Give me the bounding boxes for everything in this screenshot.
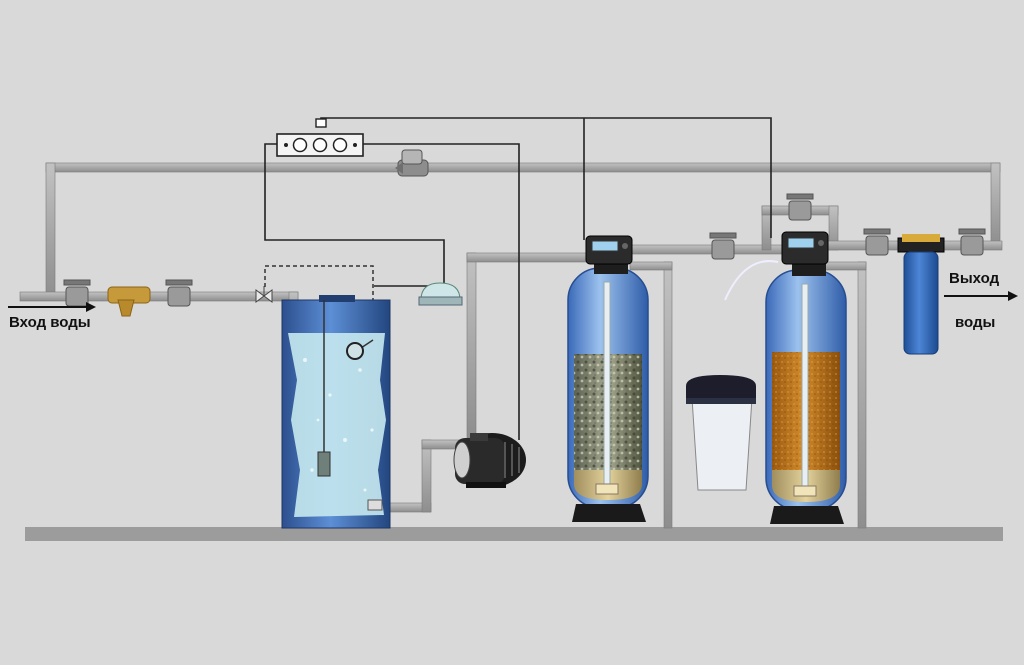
control-head-icon xyxy=(781,231,829,276)
filter-column-2 xyxy=(765,269,847,524)
submersible-sensor xyxy=(317,451,331,477)
outlet-strip-icon xyxy=(276,118,364,157)
storage-tank xyxy=(281,295,391,529)
outlet-label-line1: Выход xyxy=(949,270,1000,287)
valve-icon xyxy=(709,232,737,260)
valves xyxy=(63,193,986,307)
float-switch-icon xyxy=(346,339,374,360)
outlet-label-line2: воды xyxy=(955,314,996,331)
valve-icon xyxy=(786,193,814,221)
cartridge-filter-icon xyxy=(897,234,945,355)
pump-icon xyxy=(453,433,526,488)
arrow-icon xyxy=(8,302,96,312)
check-valve-icon xyxy=(395,149,429,177)
inlet-label: Вход воды xyxy=(9,314,91,331)
valve-icon xyxy=(165,279,193,307)
valve-icon xyxy=(255,286,273,303)
arrow-icon xyxy=(944,291,1018,301)
floor-bar xyxy=(25,527,1003,541)
valve-icon xyxy=(863,228,891,256)
filter-column-1 xyxy=(567,267,649,522)
mesh-strainer-icon xyxy=(107,286,151,317)
tank-water xyxy=(288,333,386,517)
brine-tank-icon xyxy=(686,260,779,491)
control-head-icon xyxy=(585,235,633,274)
float-cable xyxy=(264,265,374,340)
valve-icon xyxy=(958,228,986,256)
pressure-switch-icon xyxy=(418,282,463,306)
